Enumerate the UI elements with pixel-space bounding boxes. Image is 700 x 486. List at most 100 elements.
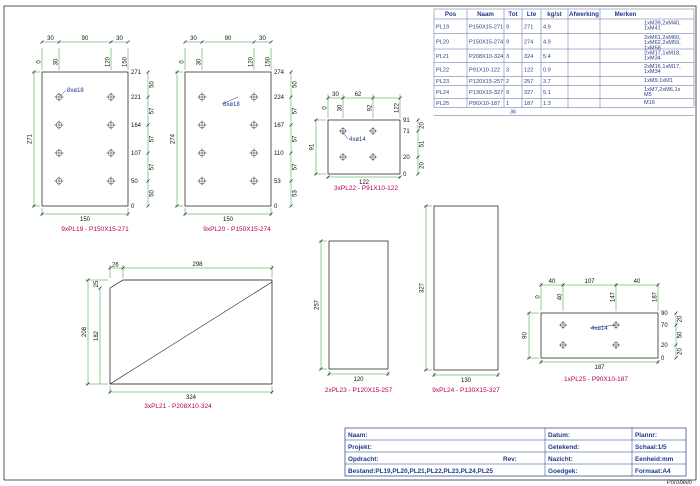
merken-line: M16: [644, 100, 655, 106]
width-dimension: 120: [353, 377, 364, 383]
dim-tick: [314, 172, 318, 176]
hole-note: 4xø14: [349, 137, 366, 143]
dim-tick: [126, 40, 130, 44]
table-cell: 9: [506, 90, 509, 96]
dim-tick: [183, 212, 187, 216]
dim-tick: [175, 70, 179, 74]
ordinate-value: 50: [131, 179, 138, 185]
ordinate-value: 53: [274, 179, 281, 185]
table-header-kgst: kg/st: [547, 11, 561, 18]
dim-tick: [289, 95, 293, 99]
plate-outline: [184, 71, 272, 207]
corner-dimension: 25: [94, 280, 100, 287]
height-dimension: 90: [523, 332, 529, 339]
dim-tick: [40, 212, 44, 216]
hole-note: 8xø18: [223, 102, 240, 108]
dim-tick: [98, 286, 102, 290]
ordinate-value: 0: [131, 204, 135, 210]
dim-tick: [32, 204, 36, 208]
merken-line: 2xM16,1xM17,: [644, 64, 681, 70]
table-cell: P90X10-187: [469, 101, 500, 107]
width-dimension: 187: [594, 365, 605, 371]
dim-tick: [289, 70, 293, 74]
dim-value: 57: [150, 135, 156, 142]
title-opdracht: Opdracht:: [348, 456, 379, 463]
table-cell: 4.9: [543, 39, 551, 45]
ordinate-value: 224: [274, 95, 285, 101]
table-header-lte: Lte: [527, 11, 537, 18]
dim-value: 30: [190, 36, 197, 42]
table-header-naam: Naam: [477, 11, 494, 18]
ordinate-value: 91: [403, 118, 410, 124]
dim-tick: [289, 204, 293, 208]
table-cell-merken: 1xM39,2xM40,1xM41: [644, 21, 681, 32]
dim-tick: [314, 118, 318, 122]
dim-tick: [289, 179, 293, 183]
table-total: 36: [510, 110, 516, 116]
table-cell-merken: M16: [644, 100, 655, 106]
dim-tick: [614, 283, 618, 287]
plate-outline: [327, 119, 401, 175]
table-cell: 122: [524, 68, 533, 74]
width-dimension: 150: [80, 217, 91, 223]
plate-outline: [109, 279, 273, 385]
table-cell: P150X15-274: [469, 39, 503, 45]
dim-tick: [327, 372, 331, 376]
table-cell: 9: [506, 24, 509, 30]
ordinate-value: 150: [123, 56, 129, 67]
table-cell: PL23: [436, 79, 449, 85]
plate-outline: [540, 312, 659, 359]
dim-tick: [424, 204, 428, 208]
dim-value: 50: [678, 331, 684, 338]
merken-line: 2xM17,1xM18,: [644, 51, 681, 57]
ordinate-value: 92: [368, 104, 374, 111]
merken-line: 1xM62,2xM59,: [644, 40, 681, 46]
table-cell: 9: [506, 39, 509, 45]
dim-value: 40: [549, 279, 556, 285]
table-cell: 257: [524, 79, 533, 85]
footer-brand: Porobello: [667, 480, 693, 486]
table-cell-merken: 2xM16,1xM17,1xM34: [644, 64, 681, 75]
dim-tick: [175, 204, 179, 208]
width-dimension: 130: [461, 378, 472, 384]
ordinate-value: 0: [180, 60, 186, 64]
plate-caption: 9xPL24 - P130X15-327: [432, 387, 500, 394]
table-cell: 3: [506, 68, 509, 74]
title-eenheid: Eenheid:mm: [635, 456, 674, 463]
dim-tick: [289, 123, 293, 127]
dim-value: 57: [293, 107, 299, 114]
ordinate-value: 71: [403, 129, 410, 135]
ordinate-value: 90: [661, 311, 668, 317]
ordinate-value: 167: [274, 123, 285, 129]
top-dimension: 298: [192, 262, 203, 268]
dim-tick: [424, 368, 428, 372]
merken-line: 1xM41: [644, 26, 661, 32]
plate-caption: 3xPL22 - P91X10-122: [334, 185, 398, 192]
ordinate-value: 150: [266, 56, 272, 67]
dim-tick: [416, 129, 420, 133]
table-cell: PL19: [436, 24, 449, 30]
ordinate-value: 110: [274, 151, 284, 157]
ordinate-value: 0: [403, 172, 407, 178]
table-cell: 187: [524, 101, 533, 107]
dim-value: 53: [293, 190, 299, 197]
table-cell: PL20: [436, 39, 449, 45]
dim-tick: [527, 356, 531, 360]
dim-tick: [319, 239, 323, 243]
ordinate-value: 120: [249, 56, 255, 67]
merken-line: 1xM9,1xM1: [644, 78, 673, 84]
dim-value: 30: [332, 92, 339, 98]
ordinate-value: 20: [661, 343, 668, 349]
inner-dimension: 182: [94, 330, 100, 341]
width-dimension: 150: [223, 217, 234, 223]
table-header-tot: Tot: [508, 11, 517, 18]
hole-note: 8xø18: [67, 88, 84, 94]
table-cell: 5.4: [543, 54, 551, 60]
dim-value: 30: [116, 36, 123, 42]
ordinate-value: 40: [558, 293, 564, 300]
dim-value: 40: [634, 279, 641, 285]
table-header-pos: Pos: [445, 11, 457, 18]
table-cell: PL22: [436, 68, 449, 74]
table-cell: 271: [524, 24, 533, 30]
